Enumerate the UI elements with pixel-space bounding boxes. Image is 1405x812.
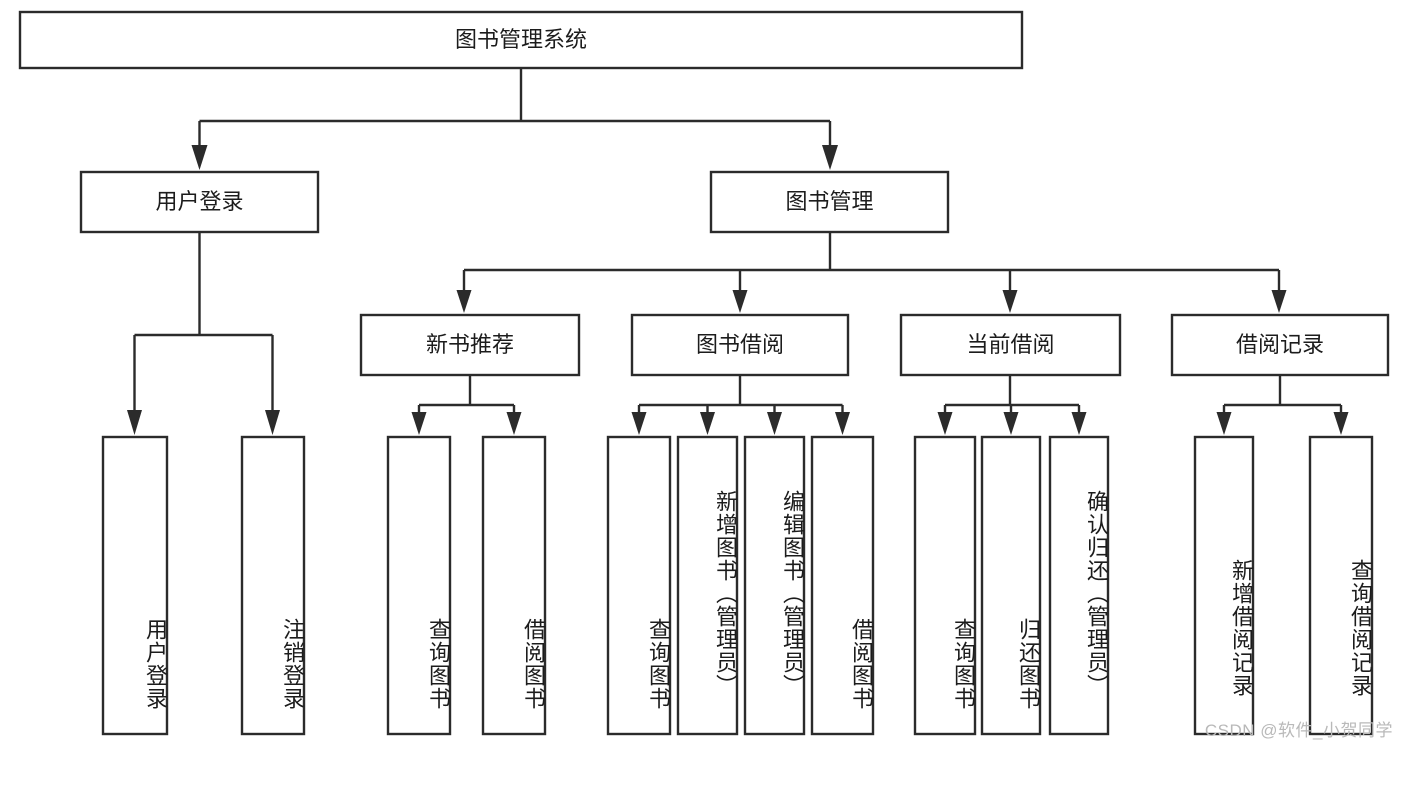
node-new-book-recommend-box[interactable]	[359, 313, 581, 377]
node-root[interactable]: 图书管理系统	[18, 10, 1024, 70]
connector-group-user-login	[127, 232, 280, 435]
node-leaf-user-login-box[interactable]	[101, 435, 169, 736]
leaf-boxes-group	[101, 435, 1374, 736]
arrow-head-leaf-query-borrow-record	[1333, 412, 1349, 435]
node-book-borrow-label: 图书借阅	[696, 332, 784, 357]
arrow-head-leaf-add-borrow-record	[1216, 412, 1232, 435]
arrow-head-leaf-return-book	[1003, 412, 1019, 435]
node-book-borrow[interactable]: 图书借阅	[630, 313, 850, 377]
arrow-head-leaf-query-book-current	[937, 412, 953, 435]
connector-group-current-borrow	[937, 375, 1087, 435]
node-root-box[interactable]	[18, 10, 1024, 70]
node-user-login-box[interactable]	[79, 170, 320, 234]
node-leaf-logout-box[interactable]	[240, 435, 306, 736]
node-leaf-query-book-current-box[interactable]	[913, 435, 977, 736]
connector-group-borrow-record	[1216, 375, 1349, 435]
node-user-login[interactable]: 用户登录	[79, 170, 320, 234]
node-borrow-record-box[interactable]	[1170, 313, 1390, 377]
node-root-label: 图书管理系统	[455, 27, 587, 52]
connector-group-root	[191, 68, 838, 170]
arrow-head-book-manage	[822, 145, 838, 170]
arrow-head-current-borrow	[1002, 290, 1018, 313]
node-leaf-query-book-borrow-box[interactable]	[606, 435, 672, 736]
node-current-borrow-box[interactable]	[899, 313, 1122, 377]
node-book-manage[interactable]: 图书管理	[709, 170, 950, 234]
arrow-head-borrow-record	[1271, 290, 1287, 313]
arrow-head-leaf-logout	[265, 410, 280, 435]
hierarchy-tree-svg: 图书管理系统 用户登录 图书管理 新书推荐 图书借阅 当前借阅 借阅记录	[18, 10, 1390, 736]
node-leaf-query-borrow-record-box[interactable]	[1308, 435, 1374, 736]
arrow-head-leaf-add-book	[700, 412, 715, 435]
arrow-head-leaf-borrow-book-recommend	[506, 412, 522, 435]
node-current-borrow[interactable]: 当前借阅	[899, 313, 1122, 377]
arrow-head-leaf-edit-book	[767, 412, 782, 435]
arrow-head-leaf-query-book-borrow	[631, 412, 647, 435]
node-user-login-label: 用户登录	[155, 189, 243, 214]
node-leaf-borrow-book-box[interactable]	[810, 435, 875, 736]
csdn-watermark: CSDN @软件_小贺同学	[1204, 721, 1393, 740]
node-leaf-borrow-book-recommend-box[interactable]	[481, 435, 547, 736]
arrow-head-user-login	[191, 145, 208, 170]
node-borrow-record[interactable]: 借阅记录	[1170, 313, 1390, 377]
node-book-manage-label: 图书管理	[785, 189, 873, 214]
arrow-head-leaf-confirm-return	[1071, 412, 1087, 435]
node-new-book-recommend[interactable]: 新书推荐	[359, 313, 581, 377]
node-leaf-edit-book-box[interactable]	[743, 435, 806, 736]
connector-group-book-manage	[456, 232, 1287, 313]
node-leaf-add-borrow-record-box[interactable]	[1193, 435, 1255, 736]
node-book-borrow-box[interactable]	[630, 313, 850, 377]
arrow-head-book-borrow	[732, 290, 748, 313]
flowchart-canvas: 图书管理系统 用户登录 图书管理 新书推荐 图书借阅 当前借阅 借阅记录	[18, 10, 1393, 740]
connector-group-new-book-recommend	[411, 375, 522, 435]
node-leaf-return-book-box[interactable]	[980, 435, 1042, 736]
arrow-head-leaf-user-login	[127, 410, 142, 435]
node-leaf-confirm-return-box[interactable]	[1048, 435, 1110, 736]
node-leaf-query-book-recommend-box[interactable]	[386, 435, 452, 736]
arrow-head-leaf-query-book-recommend	[411, 412, 427, 435]
node-new-book-recommend-label: 新书推荐	[426, 332, 514, 357]
arrow-head-leaf-borrow-book	[835, 412, 850, 435]
node-current-borrow-label: 当前借阅	[966, 332, 1054, 357]
arrow-head-new-book-recommend	[456, 290, 472, 313]
node-book-manage-box[interactable]	[709, 170, 950, 234]
node-borrow-record-label: 借阅记录	[1236, 332, 1324, 357]
connector-group-book-borrow	[631, 375, 850, 435]
node-leaf-add-book-box[interactable]	[676, 435, 739, 736]
